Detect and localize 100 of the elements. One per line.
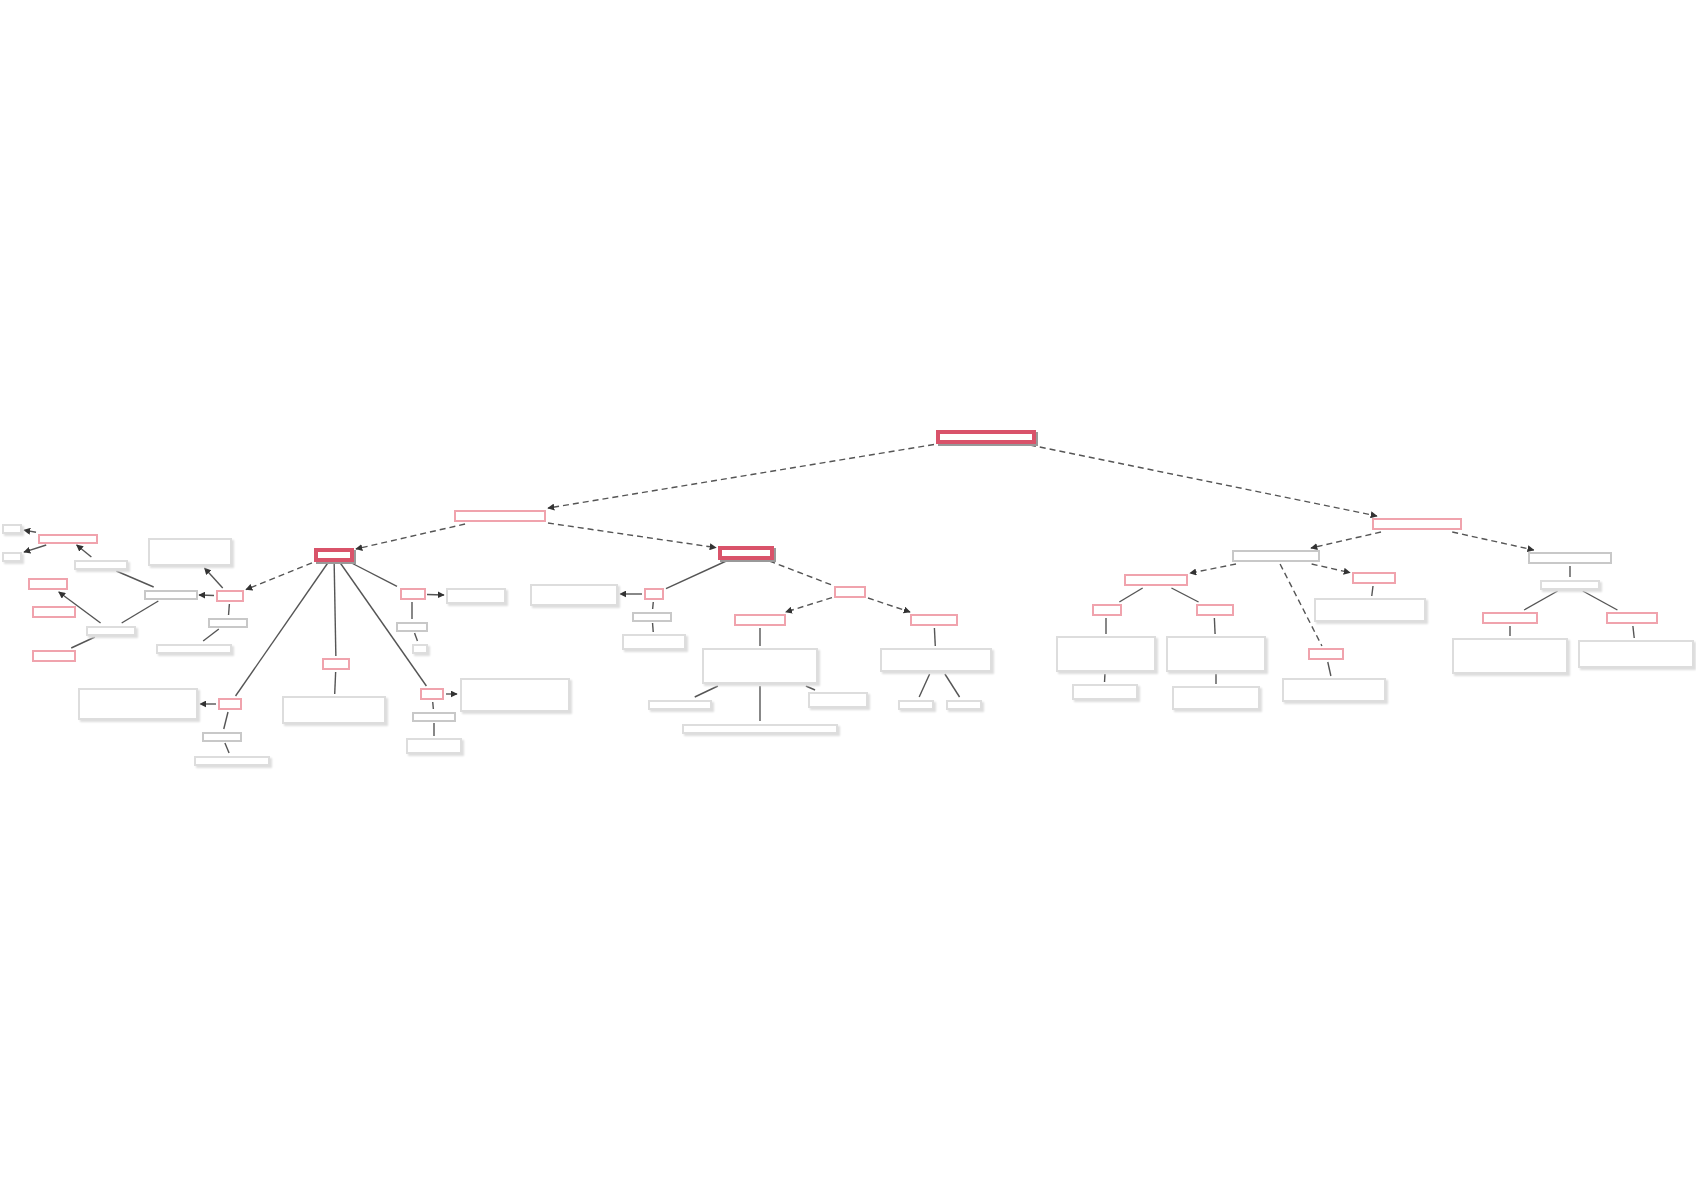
concept-box	[808, 692, 868, 708]
connector-line	[411, 601, 413, 620]
connector-line	[1118, 587, 1144, 603]
concept-box	[632, 611, 672, 621]
connector-line	[234, 562, 329, 697]
connector-line	[1509, 625, 1511, 637]
connector-line	[768, 560, 833, 586]
concept-box	[2, 551, 22, 561]
concept-box	[1232, 550, 1320, 562]
connector-line	[547, 522, 717, 551]
connector-line	[199, 700, 217, 708]
connector-line	[1189, 563, 1237, 576]
connector-line	[918, 673, 931, 698]
connector-line	[1170, 587, 1200, 603]
connector-line	[70, 636, 96, 649]
concept-box	[898, 699, 934, 709]
connector-line	[1213, 617, 1216, 635]
concept-box	[143, 589, 197, 599]
concept-box	[85, 625, 135, 635]
connector-line	[203, 567, 224, 589]
concept-box	[718, 545, 774, 559]
connector-line	[759, 685, 761, 722]
connector-line	[665, 560, 727, 590]
concept-box	[1124, 574, 1188, 586]
concept-box	[412, 643, 428, 653]
connector-line	[651, 601, 654, 610]
concept-box	[1091, 604, 1121, 616]
concept-box	[218, 698, 242, 710]
concept-box	[156, 643, 232, 653]
connector-line	[805, 685, 816, 691]
concept-box	[194, 755, 270, 765]
concept-box	[530, 583, 618, 605]
concept-box	[1452, 638, 1568, 674]
connector-line	[227, 603, 231, 616]
concept-box	[1540, 579, 1600, 589]
connector-line	[445, 690, 458, 698]
concept-box	[148, 538, 232, 566]
connector-line	[1215, 673, 1217, 685]
connector-line	[1310, 563, 1351, 575]
concept-box	[412, 711, 456, 721]
connector-line	[224, 742, 230, 754]
concept-box	[454, 510, 546, 522]
concept-box	[622, 634, 686, 650]
concept-box	[1482, 612, 1538, 624]
concept-box	[1308, 648, 1344, 660]
connector-line	[547, 443, 935, 511]
concept-box	[2, 523, 22, 533]
concept-box	[1371, 518, 1461, 530]
connector-line	[334, 671, 337, 695]
connector-line	[198, 591, 215, 599]
concept-box	[1578, 640, 1694, 668]
concept-box	[38, 533, 98, 543]
connector-line	[413, 632, 419, 642]
concept-box	[322, 658, 350, 670]
concept-box	[648, 699, 712, 709]
connector-line	[245, 562, 313, 591]
concept-box	[202, 731, 242, 741]
connector-line	[120, 600, 160, 624]
concept-box	[682, 723, 838, 733]
concept-box	[1606, 612, 1658, 624]
connector-line	[619, 590, 643, 598]
connector-line	[785, 596, 833, 614]
concept-box	[399, 588, 425, 600]
connector-line	[223, 711, 229, 730]
concept-box	[1195, 604, 1233, 616]
concept-box	[314, 547, 354, 561]
concept-box	[406, 738, 462, 754]
connector-line	[350, 562, 398, 587]
connector-line	[1103, 673, 1106, 683]
connector-line	[432, 701, 435, 710]
connector-line	[1632, 625, 1635, 639]
connector-line	[1310, 531, 1382, 550]
concept-box	[396, 621, 428, 631]
connector-line	[58, 591, 102, 624]
connector-line	[202, 628, 220, 642]
concept-box	[1166, 636, 1266, 672]
concept-box	[32, 650, 76, 662]
concept-box	[1282, 678, 1386, 702]
concept-box	[946, 699, 982, 709]
connector-line	[933, 627, 936, 647]
concept-box	[734, 614, 786, 626]
connector-line	[1582, 590, 1619, 611]
connector-line	[1371, 585, 1374, 597]
concept-box	[1172, 686, 1260, 710]
concept-box	[644, 588, 664, 600]
connector-line	[433, 722, 435, 737]
connector-line	[1029, 444, 1378, 519]
concept-box	[32, 606, 76, 618]
connector-line	[759, 627, 761, 647]
connector-line	[1523, 590, 1559, 611]
concept-box	[880, 648, 992, 672]
concept-box	[446, 588, 506, 604]
connector-line	[1105, 617, 1107, 635]
connector-line	[23, 527, 37, 535]
connector-line	[694, 685, 719, 698]
concept-box	[282, 696, 386, 724]
connector-line	[355, 523, 466, 551]
concept-box	[28, 578, 68, 590]
connector-line	[23, 544, 47, 554]
concept-box	[459, 677, 569, 711]
